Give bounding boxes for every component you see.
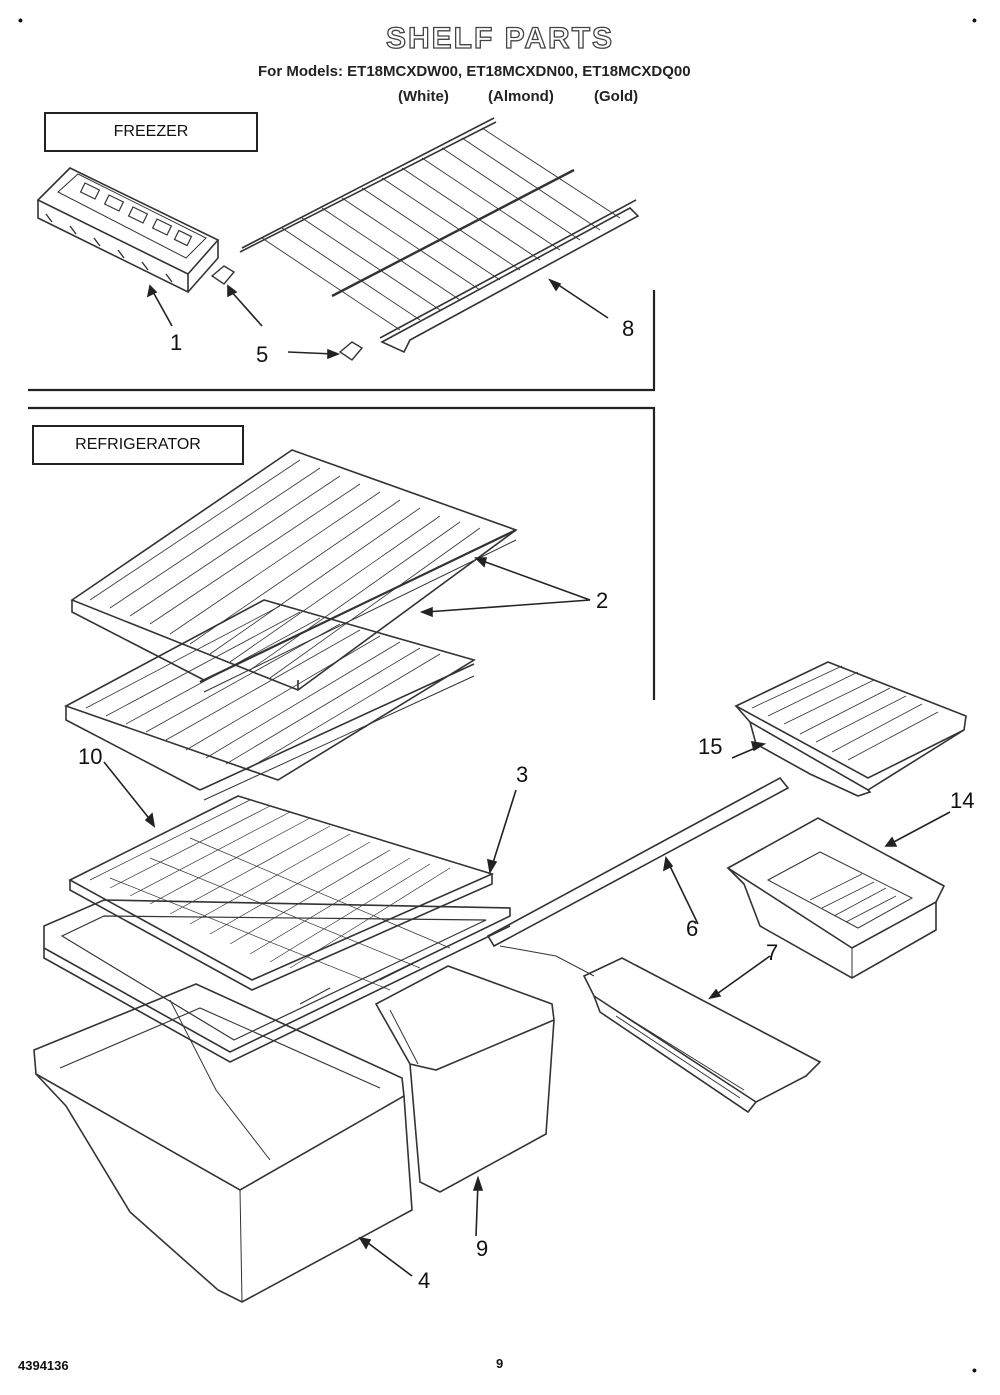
crisper-drawer-part-4 xyxy=(33,983,413,1303)
deli-cover-part-15 xyxy=(734,661,967,797)
glass-shelf-part-2-upper xyxy=(70,449,518,693)
variant-white: (White) xyxy=(398,88,449,105)
humidity-control-part-7 xyxy=(582,957,822,1114)
shelf-support-part-5 xyxy=(210,265,364,361)
leader-lines xyxy=(103,278,951,1277)
callout-14: 14 xyxy=(950,788,975,813)
corner-mark: • xyxy=(972,1362,977,1378)
section-frames xyxy=(28,290,656,700)
corner-mark: • xyxy=(18,12,23,28)
callout-3: 3 xyxy=(516,762,529,787)
model-list: For Models: ET18MCXDW00, ET18MCXDN00, ET… xyxy=(258,63,691,80)
crisper-frame-part-3 xyxy=(43,899,511,1063)
section-label-freezer: FREEZER xyxy=(44,112,258,152)
callout-4: 4 xyxy=(418,1268,431,1293)
glass-shelf-part-2-lower xyxy=(64,599,476,801)
callout-15: 15 xyxy=(698,734,723,759)
callout-9: 9 xyxy=(476,1236,489,1261)
variant-almond: (Almond) xyxy=(488,88,554,105)
callout-10: 10 xyxy=(78,744,103,769)
deli-drawer-part-14 xyxy=(726,817,946,979)
crisper-rail-part-6 xyxy=(486,776,790,948)
connector-line xyxy=(499,945,595,977)
ice-tray-part-1 xyxy=(36,167,220,294)
callout-6: 6 xyxy=(686,916,699,941)
page-title: SHELF PARTS xyxy=(385,21,615,55)
callout-7: 7 xyxy=(766,940,779,965)
crisper-glass-part-10 xyxy=(68,795,495,991)
callout-2: 2 xyxy=(596,588,609,613)
corner-mark: • xyxy=(972,12,977,28)
callout-1: 1 xyxy=(170,330,183,355)
crisper-drawer-part-9 xyxy=(374,965,555,1193)
section-label-refrigerator: REFRIGERATOR xyxy=(32,425,244,465)
freezer-wire-shelf-part-8 xyxy=(239,117,640,354)
page-number: 9 xyxy=(496,1356,504,1371)
variant-gold: (Gold) xyxy=(594,88,639,105)
document-number: 4394136 xyxy=(18,1358,69,1373)
callout-8: 8 xyxy=(622,316,635,341)
callout-5: 5 xyxy=(256,342,269,367)
